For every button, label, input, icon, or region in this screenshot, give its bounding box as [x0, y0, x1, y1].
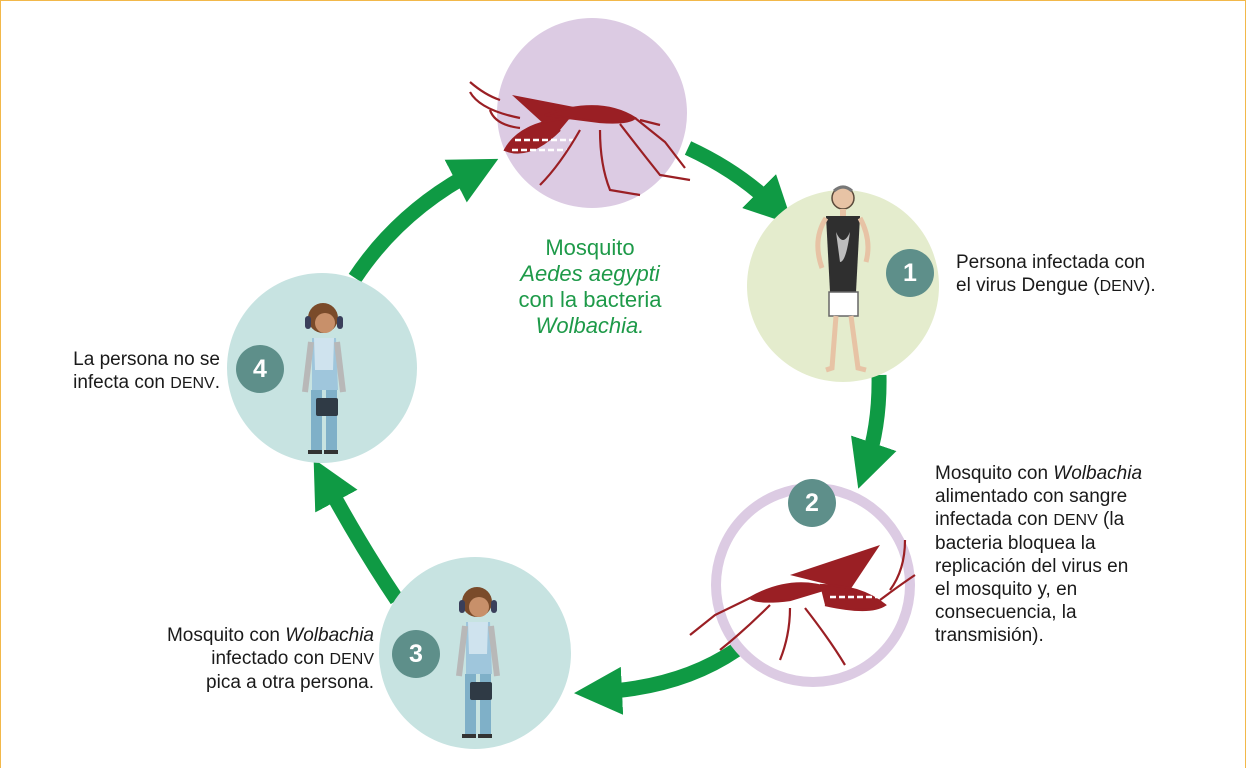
arrow-to-person4	[325, 480, 397, 600]
arrow-to-person1	[688, 148, 776, 208]
center-line-1: Mosquito	[470, 235, 710, 261]
arrow-to-mosquito2	[866, 375, 879, 466]
step-2-line-5: replicación del virus en	[935, 555, 1142, 578]
step-3-line-1: Mosquito con Wolbachia	[100, 624, 374, 647]
step-2-line-8: transmisión).	[935, 624, 1142, 647]
step-2-line-1: Mosquito con Wolbachia	[935, 462, 1142, 485]
center-line-3: con la bacteria	[470, 287, 710, 313]
center-line-2: Aedes aegypti	[470, 261, 710, 287]
arrow-to-person3	[598, 650, 736, 692]
step-badge-1: 1	[886, 249, 934, 297]
step-2-line-2: alimentado con sangre	[935, 485, 1142, 508]
step-badge-4: 4	[236, 345, 284, 393]
step-2-line-4: bacteria bloquea la	[935, 532, 1142, 555]
step-1-line-2: el virus Dengue (DENV).	[956, 274, 1156, 298]
step-4-line-2: infecta con DENV.	[40, 371, 220, 395]
step-badge-2: 2	[788, 479, 836, 527]
step-3-line-2: infectado con DENV	[100, 647, 374, 671]
step-2-line-6: el mosquito y, en	[935, 578, 1142, 601]
step-3-label: Mosquito con Wolbachia infectado con DEN…	[100, 624, 374, 694]
step-2-label: Mosquito con Wolbachia alimentado con sa…	[935, 462, 1142, 647]
center-line-4: Wolbachia.	[470, 313, 710, 339]
step-1-label: Persona infectada con el virus Dengue (D…	[956, 251, 1156, 298]
step-2-line-7: consecuencia, la	[935, 601, 1142, 624]
step-3-line-3: pica a otra persona.	[100, 671, 374, 694]
step-4-label: La persona no se infecta con DENV.	[40, 348, 220, 395]
center-label: Mosquito Aedes aegypti con la bacteria W…	[470, 235, 710, 339]
step-2-line-3: infectada con DENV (la	[935, 508, 1142, 532]
arrow-to-mosquito-top	[355, 170, 477, 278]
step-badge-3: 3	[392, 630, 440, 678]
step-4-line-1: La persona no se	[40, 348, 220, 371]
step-1-line-1: Persona infectada con	[956, 251, 1156, 274]
